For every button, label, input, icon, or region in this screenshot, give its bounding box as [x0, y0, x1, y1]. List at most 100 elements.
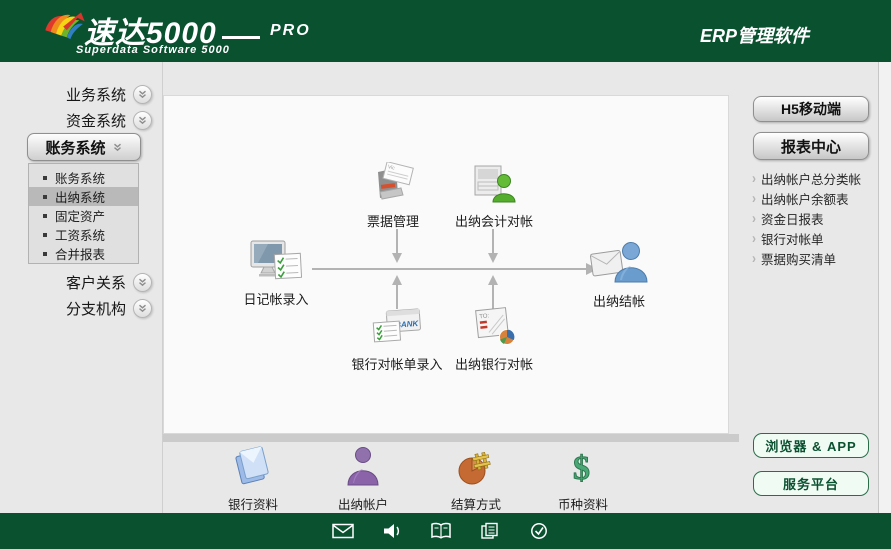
accounting-submenu: 账务系统 出纳系统 固定资产 工资系统 合并报表: [28, 163, 139, 264]
toolbar-item-label: 出纳帐户: [337, 498, 388, 512]
horizontal-scrollbar[interactable]: [163, 434, 739, 442]
submenu-item-label: 合并报表: [55, 248, 106, 262]
brand-subtitle: Superdata Software 5000: [76, 44, 230, 56]
brand-dash: [222, 36, 260, 39]
flow-node-label: 票据管理: [366, 214, 419, 229]
report-link-cashier-balance-sheet[interactable]: › 出纳帐户余额表: [752, 189, 880, 207]
sidebar-item-accounting-system-active[interactable]: 账务系统: [27, 133, 141, 161]
submenu-item-consolidated-reports[interactable]: 合并报表: [29, 244, 138, 263]
header-bar: 速达5000 PRO Superdata Software 5000 ERP管理…: [0, 0, 891, 62]
submenu-item-label: 固定资产: [55, 210, 106, 224]
erp-tagline: ERP管理软件: [700, 26, 810, 46]
help-book-icon[interactable]: [430, 522, 452, 540]
sound-icon[interactable]: [381, 522, 403, 540]
flow-node-bill-management[interactable]: Vic 票据管理: [328, 161, 458, 230]
report-link-bank-statement[interactable]: › 银行对帐单: [752, 229, 880, 247]
chevron-down-icon: [133, 298, 152, 318]
flowchart-canvas: 日记帐录入 Vic: [163, 95, 729, 434]
sidebar-item-business-system[interactable]: 业务系统: [0, 83, 152, 105]
chevron-down-icon: [133, 110, 152, 130]
submenu-item-label: 账务系统: [55, 172, 106, 186]
flow-node-cashier-closing[interactable]: 出纳结帐: [554, 238, 684, 310]
cashier-closing-icon: [589, 238, 648, 289]
submenu-item-accounting[interactable]: 账务系统: [29, 168, 138, 187]
copy-icon[interactable]: [479, 522, 501, 540]
toolbar-item-label: 结算方式: [450, 498, 501, 512]
brand-title: 速达5000: [84, 17, 217, 50]
report-center-button-label: 报表中心: [780, 138, 841, 156]
submenu-item-label: 工资系统: [55, 229, 106, 243]
chevron-right-icon: ›: [752, 169, 756, 187]
report-link-label: 银行对帐单: [761, 232, 824, 247]
report-link-daily-funds-report[interactable]: › 资金日报表: [752, 209, 880, 227]
flow-node-cashier-accounting-recon[interactable]: 出纳会计对帐: [429, 164, 559, 230]
sidebar-item-customer-relations[interactable]: 客户关系: [0, 271, 152, 293]
vertical-scrollbar[interactable]: [878, 62, 891, 513]
bullet-icon: [43, 213, 47, 218]
currency-data-icon: $: [561, 445, 605, 492]
sidebar-item-capital-system[interactable]: 资金系统: [0, 109, 152, 131]
chevron-down-icon: [133, 272, 152, 292]
cashier-account-icon: [341, 445, 385, 492]
report-link-label: 出纳帐户余额表: [761, 192, 849, 207]
toolbar-item-settlement-method[interactable]: 结算方式: [426, 445, 526, 513]
brand-suffix: PRO: [270, 22, 311, 39]
sidebar-item-label: 客户关系: [65, 274, 126, 292]
toolbar-item-label: 银行资料: [227, 498, 278, 512]
left-sidebar: 业务系统 资金系统 账务系统 账务系统: [0, 62, 163, 513]
submenu-item-label: 出纳系统: [55, 191, 106, 205]
flow-node-label: 出纳银行对帐: [454, 357, 533, 372]
chevron-right-icon: ›: [752, 209, 756, 227]
main-body: 业务系统 资金系统 账务系统 账务系统: [0, 62, 891, 513]
bank-data-icon: [231, 445, 275, 492]
bill-management-icon: Vic: [369, 161, 417, 209]
bullet-icon: [43, 175, 47, 180]
bank-statement-entry-icon: BANK: [372, 305, 422, 352]
report-link-label: 票据购买清单: [761, 252, 837, 267]
bullet-icon: [43, 232, 47, 237]
svg-text:TO:: TO:: [479, 313, 490, 320]
h5-mobile-button-label: H5移动端: [781, 101, 841, 117]
flow-node-label: 日记帐录入: [243, 292, 309, 307]
chevron-right-icon: ›: [752, 229, 756, 247]
flow-node-label: 出纳结帐: [592, 294, 645, 309]
chevron-down-icon: [133, 84, 152, 104]
report-link-label: 出纳帐户总分类帐: [761, 172, 862, 187]
service-platform-button-label: 服务平台: [782, 477, 839, 492]
report-center-button[interactable]: 报表中心: [753, 132, 869, 160]
sidebar-item-branch-offices[interactable]: 分支机构: [0, 297, 152, 319]
chevron-right-icon: ›: [752, 189, 756, 207]
sidebar-item-label: 账务系统: [45, 139, 106, 157]
flow-node-bank-statement-entry[interactable]: BANK 银行对帐单录入: [332, 305, 462, 373]
service-platform-button[interactable]: 服务平台: [753, 471, 869, 496]
bullet-icon: [43, 194, 47, 199]
flow-node-journal-entry[interactable]: 日记帐录入: [211, 240, 341, 308]
report-link-label: 资金日报表: [761, 212, 824, 227]
browser-app-button[interactable]: 浏览器 & APP: [753, 433, 869, 458]
submenu-item-fixed-assets[interactable]: 固定资产: [29, 206, 138, 225]
bullet-icon: [43, 251, 47, 256]
cashier-bank-recon-icon: TO:: [471, 305, 517, 352]
toolbar-item-bank-data[interactable]: 银行资料: [203, 445, 303, 513]
submenu-item-cashier-selected[interactable]: 出纳系统: [29, 187, 138, 206]
flow-node-label: 出纳会计对帐: [454, 214, 533, 229]
h5-mobile-button[interactable]: H5移动端: [753, 96, 869, 122]
browser-app-button-label: 浏览器 & APP: [765, 439, 857, 454]
sidebar-item-label: 业务系统: [65, 86, 126, 104]
schedule-icon[interactable]: [528, 522, 550, 540]
footer-bar: [0, 513, 891, 549]
superdata-logo-icon: [40, 4, 90, 49]
toolbar-item-label: 币种资料: [557, 498, 608, 512]
toolbar-item-cashier-account[interactable]: 出纳帐户: [313, 445, 413, 513]
chevron-right-icon: ›: [752, 249, 756, 267]
sidebar-item-label: 分支机构: [65, 300, 126, 318]
svg-text:$: $: [573, 450, 590, 487]
toolbar-item-currency-data[interactable]: $ 币种资料: [533, 445, 633, 513]
submenu-item-payroll[interactable]: 工资系统: [29, 225, 138, 244]
report-link-cashier-general-ledger[interactable]: › 出纳帐户总分类帐: [752, 169, 880, 187]
sidebar-item-label: 资金系统: [65, 112, 126, 130]
mail-icon[interactable]: [332, 522, 354, 540]
flow-node-label: 银行对帐单录入: [351, 357, 443, 372]
flow-node-cashier-bank-recon[interactable]: TO: 出纳银行对帐: [429, 305, 559, 373]
report-link-bill-purchase-list[interactable]: › 票据购买清单: [752, 249, 880, 267]
